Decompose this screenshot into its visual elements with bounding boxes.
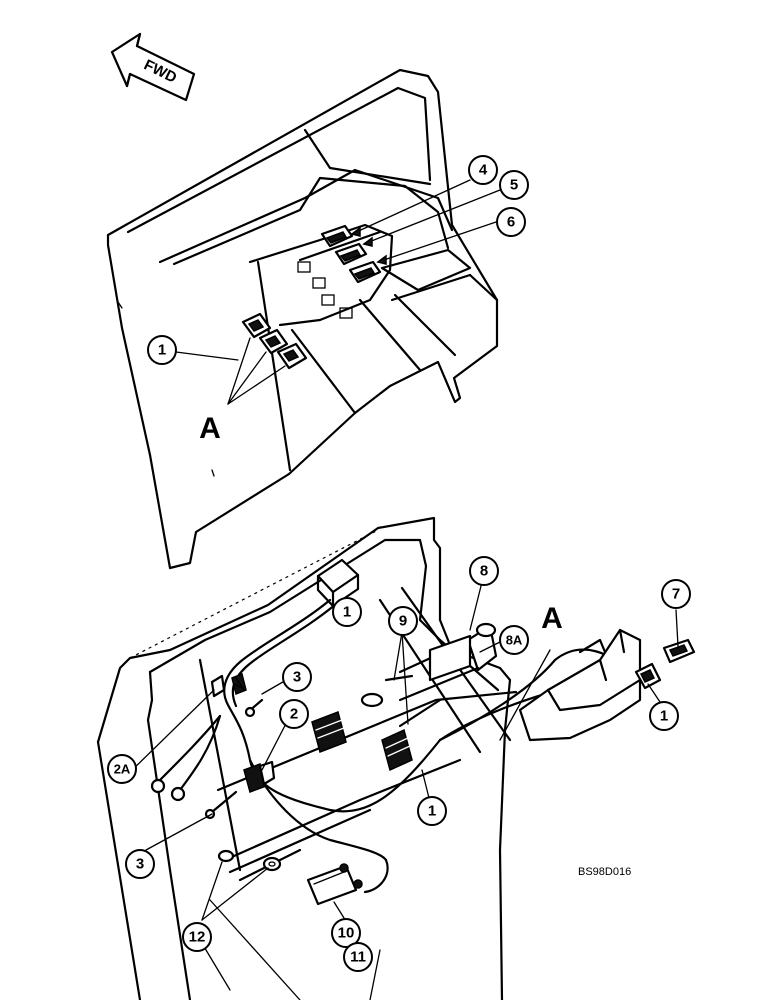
pin-connectors	[311, 711, 413, 772]
svg-text:1: 1	[428, 803, 436, 820]
relay-10	[306, 863, 363, 906]
svg-text:2A: 2A	[114, 762, 131, 777]
connector-1-console	[634, 662, 662, 690]
callout-5: 5	[499, 170, 529, 200]
callout-1-console: 1	[649, 701, 679, 731]
callout-8: 8	[469, 556, 499, 586]
svg-text:8A: 8A	[506, 633, 523, 648]
joystick-switch	[398, 622, 498, 702]
svg-text:1: 1	[660, 708, 668, 725]
lower-frame	[96, 516, 518, 1000]
svg-text:7: 7	[672, 586, 680, 603]
svg-text:5: 5	[510, 177, 518, 194]
rocker-switch-6	[348, 260, 382, 284]
svg-text:8: 8	[480, 563, 488, 580]
svg-text:9: 9	[399, 613, 407, 630]
callout-6: 6	[496, 207, 526, 237]
section-letter-lower: A	[541, 602, 563, 635]
section-letter-upper: A	[199, 412, 221, 445]
drawing-code: BS98D016	[578, 866, 631, 878]
rocker-switch-4	[320, 224, 354, 248]
bolt-3-lower	[204, 790, 238, 820]
switch-connectors-a	[241, 312, 308, 370]
callout-2a: 2A	[107, 754, 137, 784]
callout-4: 4	[468, 155, 498, 185]
svg-text:2: 2	[290, 706, 298, 723]
callout-1-panel: 1	[147, 335, 177, 365]
upper-leaders	[175, 179, 501, 405]
svg-text:10: 10	[338, 925, 355, 942]
callout-2: 2	[279, 699, 309, 729]
callout-3-top: 3	[282, 662, 312, 692]
svg-text:1: 1	[343, 604, 351, 621]
connector-2	[243, 760, 276, 793]
svg-text:12: 12	[189, 929, 206, 946]
fwd-arrow: FWD	[110, 32, 196, 102]
callout-12: 12	[182, 922, 212, 952]
callout-8a: 8A	[499, 625, 529, 655]
bolt-3-upper	[244, 698, 264, 718]
callout-10: 10	[331, 918, 361, 948]
callout-11: 11	[343, 942, 373, 972]
connector-2a	[210, 672, 247, 698]
rocker-switch-5	[334, 242, 368, 266]
svg-text:6: 6	[507, 214, 515, 231]
upper-dash-panel	[106, 68, 499, 570]
svg-text:1: 1	[158, 342, 166, 359]
screws-9	[360, 674, 442, 728]
callout-9: 9	[388, 606, 418, 636]
callout-7: 7	[661, 579, 691, 609]
washers-12	[217, 849, 282, 872]
svg-text:3: 3	[293, 669, 301, 686]
svg-text:3: 3	[136, 856, 144, 873]
callout-3-bottom: 3	[125, 849, 155, 879]
lower-leaders	[123, 581, 679, 921]
callout-1-harness-top: 1	[332, 597, 362, 627]
svg-text:4: 4	[479, 162, 488, 179]
svg-text:11: 11	[350, 949, 366, 966]
rocker-switch-7	[662, 638, 696, 664]
side-console	[518, 628, 642, 742]
callout-1-harness-bottom: 1	[417, 796, 447, 826]
